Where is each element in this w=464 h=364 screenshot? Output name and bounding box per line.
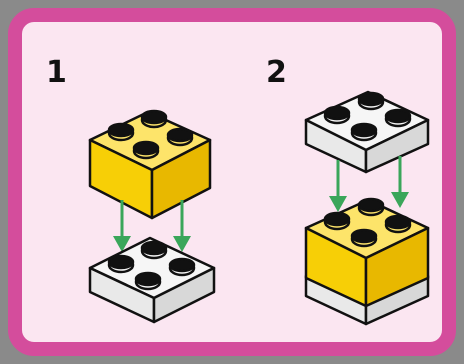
step2-stacked-bricks [304, 197, 430, 326]
step2-arrows [329, 156, 409, 212]
step1-white-plate [88, 236, 216, 324]
step1-yellow-brick [88, 109, 212, 220]
instruction-panel [8, 8, 456, 356]
step-number-1: 1 [46, 55, 67, 90]
step-number-2: 2 [266, 55, 287, 90]
step2-white-plate [304, 90, 430, 174]
step1-arrows [113, 200, 191, 252]
